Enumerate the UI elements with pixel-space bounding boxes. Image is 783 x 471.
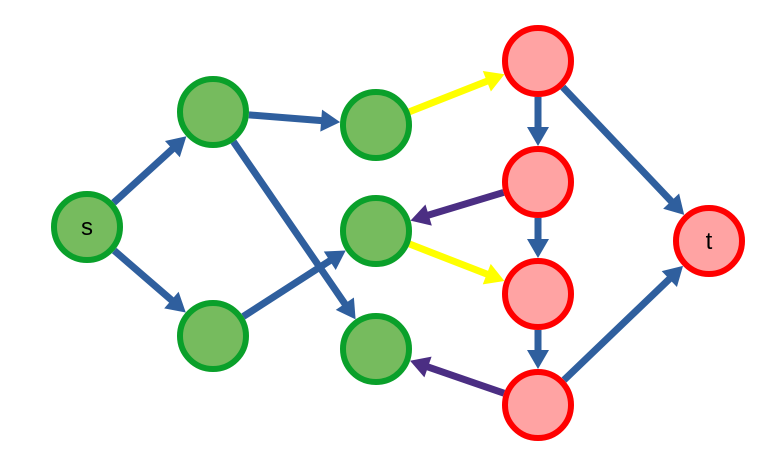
- edge-line: [561, 275, 674, 383]
- node-circle: [340, 89, 412, 161]
- edge-g1-to-g3: [248, 109, 341, 132]
- edge-line: [408, 240, 490, 279]
- edge-s-to-g1: [111, 136, 187, 206]
- edge-arrowhead: [663, 193, 685, 215]
- node-g1: [177, 76, 249, 148]
- node-g2: [177, 300, 249, 372]
- node-s: s: [51, 191, 123, 263]
- edge-g4-to-r3: [408, 240, 505, 285]
- node-circle: [340, 313, 412, 385]
- edge-g1-to-g5: [230, 139, 356, 320]
- node-r3: [502, 258, 574, 330]
- edge-r1-to-r2: [527, 97, 549, 146]
- node-circle: [177, 76, 249, 148]
- edge-arrowhead: [527, 350, 549, 369]
- edge-arrowhead: [335, 297, 356, 320]
- node-circle: [673, 205, 745, 277]
- edge-line: [111, 145, 177, 206]
- edge-line: [408, 77, 490, 116]
- edge-arrowhead: [323, 250, 346, 271]
- edge-line: [424, 363, 506, 397]
- node-label: s: [81, 214, 93, 241]
- edge-r2-to-r3: [527, 218, 549, 258]
- node-r4: [502, 369, 574, 441]
- nodes-layer: st: [51, 25, 745, 441]
- edge-s-to-g2: [111, 247, 186, 313]
- node-g3: [340, 89, 412, 161]
- node-circle: [340, 195, 412, 267]
- edge-r4-to-t: [561, 265, 684, 383]
- node-circle: [502, 146, 574, 218]
- edge-arrowhead: [527, 239, 549, 258]
- node-t: t: [673, 205, 745, 277]
- edge-arrowhead: [661, 265, 684, 288]
- edge-r4-to-g5: [410, 356, 506, 397]
- node-circle: [502, 369, 574, 441]
- edge-line: [425, 189, 505, 220]
- node-circle: [502, 258, 574, 330]
- node-circle: [177, 300, 249, 372]
- edge-arrowhead: [482, 263, 505, 285]
- node-g4: [340, 195, 412, 267]
- node-r2: [502, 146, 574, 218]
- edge-line: [241, 256, 334, 320]
- edges-layer: [111, 70, 685, 397]
- edge-arrowhead: [320, 109, 341, 132]
- edge-arrowhead: [527, 127, 549, 146]
- edge-r3-to-r4: [527, 330, 549, 369]
- edge-r1-to-t: [560, 84, 685, 215]
- node-g5: [340, 313, 412, 385]
- edge-arrowhead: [410, 204, 432, 226]
- node-circle: [502, 25, 574, 97]
- edge-g3-to-r1: [408, 70, 505, 116]
- edge-line: [248, 111, 324, 125]
- edge-r2-to-g4: [410, 189, 505, 226]
- node-r1: [502, 25, 574, 97]
- edge-line: [230, 139, 349, 308]
- edge-line: [111, 247, 176, 304]
- edge-g2-to-g4: [241, 250, 346, 320]
- edge-arrowhead: [482, 70, 505, 92]
- edge-line: [560, 84, 676, 205]
- node-label: t: [706, 228, 713, 255]
- edge-arrowhead: [164, 136, 187, 158]
- node-circle: [51, 191, 123, 263]
- edge-arrowhead: [164, 291, 186, 313]
- edge-arrowhead: [410, 356, 432, 378]
